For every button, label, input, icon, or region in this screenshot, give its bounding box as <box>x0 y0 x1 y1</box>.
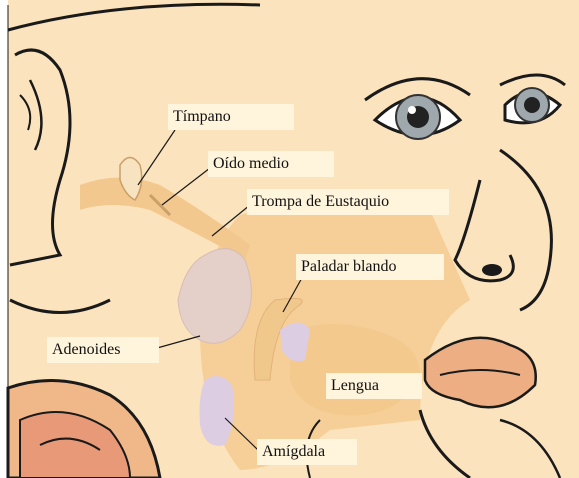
label-adenoides: Adenoides <box>47 337 159 363</box>
label-timpano: Tímpano <box>168 104 294 130</box>
label-amigdala: Amígdala <box>257 439 357 465</box>
label-oido-medio: Oído medio <box>208 151 334 177</box>
label-paladar-blando: Paladar blando <box>296 254 444 280</box>
label-lengua: Lengua <box>326 373 422 399</box>
label-trompa-de-eustaquio: Trompa de Eustaquio <box>247 189 449 215</box>
tonsil <box>200 376 234 446</box>
